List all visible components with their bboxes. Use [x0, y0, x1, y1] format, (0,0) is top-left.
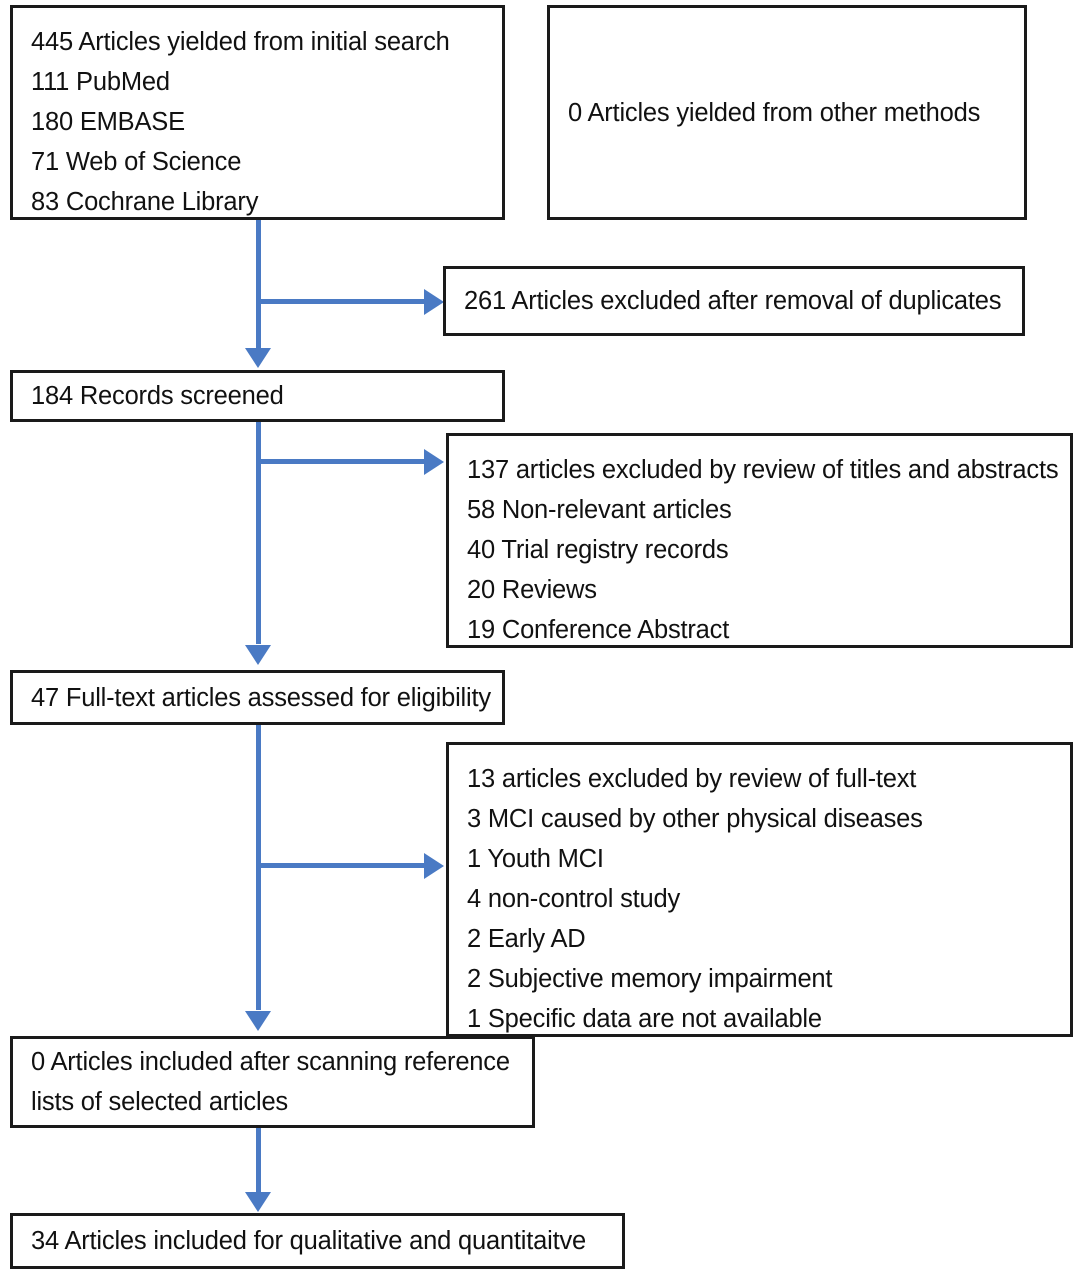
initial-search-line-4: 71 Web of Science: [31, 148, 242, 176]
records-screened-line-1: 184 Records screened: [31, 382, 284, 410]
connector-screened-to-fulltext: [256, 422, 261, 644]
fulltext-excluded-line-1: 13 articles excluded by review of full-t…: [467, 765, 917, 793]
initial-search-results-box: 445 Articles yielded from initial search…: [10, 5, 505, 220]
title-abstract-excluded-line-4: 20 Reviews: [467, 576, 597, 604]
arrow-right-to-title-abstract-excluded: [424, 449, 444, 475]
fulltext-excluded-line-4: 4 non-control study: [467, 885, 681, 913]
records-screened-box: 184 Records screened: [10, 370, 505, 422]
fulltext-assessed-line-1: 47 Full-text articles assessed for eligi…: [31, 683, 491, 712]
other-methods-results-box: 0 Articles yielded from other methods: [547, 5, 1027, 220]
initial-search-line-1: 445 Articles yielded from initial search: [31, 28, 450, 56]
title-abstract-excluded-line-2: 58 Non-relevant articles: [467, 496, 732, 524]
fulltext-excluded-line-5: 2 Early AD: [467, 925, 586, 953]
title-abstract-excluded-line-1: 137 articles excluded by review of title…: [467, 456, 1059, 484]
reference-scanning-included-box: 0 Articles included after scanning refer…: [10, 1036, 535, 1128]
arrow-down-to-reference: [245, 1011, 271, 1031]
fulltext-excluded-line-2: 3 MCI caused by other physical diseases: [467, 805, 923, 833]
title-abstract-excluded-line-3: 40 Trial registry records: [467, 536, 729, 564]
fulltext-excluded-line-3: 1 Youth MCI: [467, 845, 604, 873]
arrow-down-to-fulltext: [245, 645, 271, 665]
other-methods-line-1: 0 Articles yielded from other methods: [568, 98, 981, 127]
connector-to-fulltext-excluded: [256, 863, 428, 868]
connector-reference-to-final: [256, 1128, 261, 1193]
fulltext-excluded-box: 13 articles excluded by review of full-t…: [446, 742, 1073, 1037]
final-included-line-1: 34 Articles included for qualitative and…: [31, 1227, 587, 1255]
final-included-box: 34 Articles included for qualitative and…: [10, 1213, 625, 1269]
arrow-right-to-fulltext-excluded: [424, 853, 444, 879]
initial-search-line-5: 83 Cochrane Library: [31, 188, 259, 216]
fulltext-excluded-line-7: 1 Specific data are not available: [467, 1005, 822, 1033]
connector-initial-to-screened: [256, 220, 261, 353]
title-abstract-excluded-box: 137 articles excluded by review of title…: [446, 433, 1073, 648]
duplicates-excluded-line-1: 261 Articles excluded after removal of d…: [464, 287, 1002, 315]
reference-scanning-line-1: 0 Articles included after scanning refer…: [31, 1048, 510, 1076]
initial-search-line-2: 111 PubMed: [31, 68, 170, 96]
fulltext-excluded-line-6: 2 Subjective memory impairment: [467, 965, 833, 993]
reference-scanning-line-2: lists of selected articles: [31, 1088, 288, 1116]
arrow-right-to-duplicates: [424, 289, 444, 315]
arrow-down-to-final: [245, 1192, 271, 1212]
connector-to-title-abstract-excluded: [256, 459, 428, 464]
connector-to-duplicates: [256, 299, 428, 304]
initial-search-line-3: 180 EMBASE: [31, 108, 185, 136]
title-abstract-excluded-line-5: 19 Conference Abstract: [467, 616, 730, 644]
fulltext-assessed-box: 47 Full-text articles assessed for eligi…: [10, 670, 505, 725]
duplicates-excluded-box: 261 Articles excluded after removal of d…: [443, 266, 1025, 336]
arrow-down-to-screened: [245, 348, 271, 368]
